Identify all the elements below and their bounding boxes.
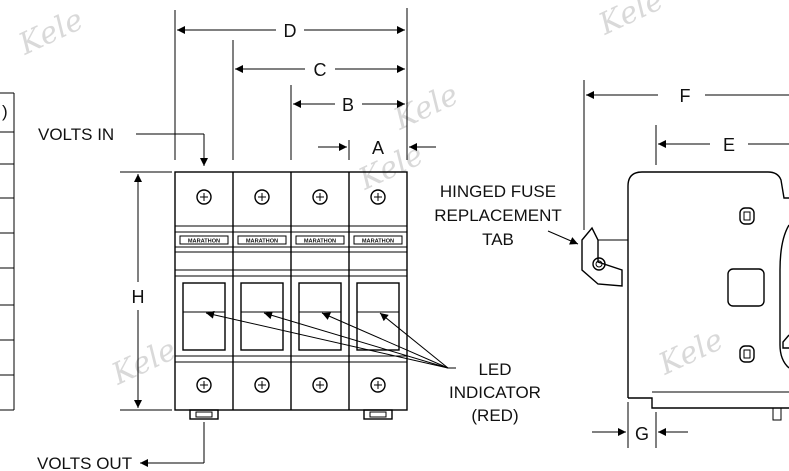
brand-text: MARATHON [304, 239, 336, 245]
dimension-f-label: F [680, 86, 691, 106]
side-hole-top [739, 207, 755, 225]
pole-3: MARATHON [295, 189, 345, 393]
led-indicator-label-1: LED [478, 360, 511, 379]
hinged-tab-label-1: HINGED FUSE [440, 182, 556, 201]
pole-2: MARATHON [237, 189, 287, 393]
hinged-tab [581, 226, 623, 287]
hinged-tab-label-2: REPLACEMENT [434, 206, 562, 225]
table-header-fragment: ) [2, 102, 8, 121]
fuse-window [240, 282, 284, 351]
led-indicator-label-2: INDICATOR [449, 383, 541, 402]
dimension-a-label: A [372, 138, 384, 158]
front-view: MARATHON MARATHON MARATHON MARATHON [37, 8, 541, 471]
fuse-window [356, 282, 400, 351]
volts-in-label: VOLTS IN [38, 125, 114, 144]
fuse-window [298, 282, 342, 351]
brand-label [237, 235, 287, 245]
volts-out-label: VOLTS OUT [37, 454, 132, 471]
dimension-g-label: G [635, 424, 649, 444]
side-hole-bottom [739, 345, 755, 363]
watermark: Kele [593, 0, 669, 43]
side-view: F E G HINGED FUSE REPLACEMENT TAB [434, 80, 789, 448]
watermark: Kele [353, 137, 429, 197]
watermark: Kele [13, 2, 89, 62]
dimension-h-label: H [132, 287, 145, 307]
dimension-b-label: B [342, 95, 354, 115]
dimension-e-label: E [723, 135, 735, 155]
brand-label [179, 235, 229, 245]
brand-text: MARATHON [362, 239, 394, 245]
watermark: Kele [106, 332, 182, 392]
dimension-d-label: D [284, 21, 297, 41]
dimension-c-label: C [314, 60, 327, 80]
pole-4: MARATHON [353, 189, 403, 393]
din-clip [189, 409, 219, 420]
watermark: Kele [388, 77, 464, 137]
brand-text: MARATHON [246, 239, 278, 245]
watermark: Kele [653, 322, 729, 382]
brand-label [353, 235, 403, 245]
brand-label [295, 235, 345, 245]
led-indicator-label-3: (RED) [471, 406, 518, 425]
fuse-window [182, 282, 226, 351]
brand-text: MARATHON [188, 239, 220, 245]
din-clip [363, 409, 393, 420]
side-body-outline [627, 171, 789, 398]
table-fragment: ) [0, 92, 15, 411]
pole-1: MARATHON [179, 189, 229, 393]
side-window [727, 268, 765, 307]
hinged-tab-label-3: TAB [482, 230, 514, 249]
